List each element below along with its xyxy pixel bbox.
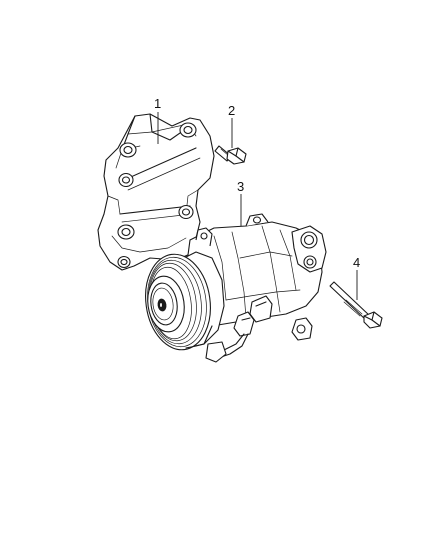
bracket-hole-lower-left	[117, 224, 135, 240]
clutch-connector	[205, 295, 273, 363]
callout-4: 4	[353, 255, 360, 270]
discharge-port	[303, 255, 317, 269]
short-flange-bolt	[214, 145, 247, 165]
compressor-pulley	[145, 253, 211, 351]
bracket-hole-mid-left	[118, 172, 134, 188]
bracket-hole-top-right	[179, 122, 197, 138]
bracket-hole-bottom	[117, 255, 131, 269]
callout-1: 1	[154, 96, 161, 111]
mounting-bracket	[97, 113, 215, 271]
bracket-hole-top-left	[119, 142, 137, 158]
callout-3: 3	[237, 179, 244, 194]
long-bolt	[329, 281, 383, 329]
bracket-hole-mid-right	[178, 204, 194, 220]
ac-compressor	[145, 213, 327, 363]
callout-2: 2	[228, 103, 235, 118]
suction-port	[300, 231, 318, 249]
